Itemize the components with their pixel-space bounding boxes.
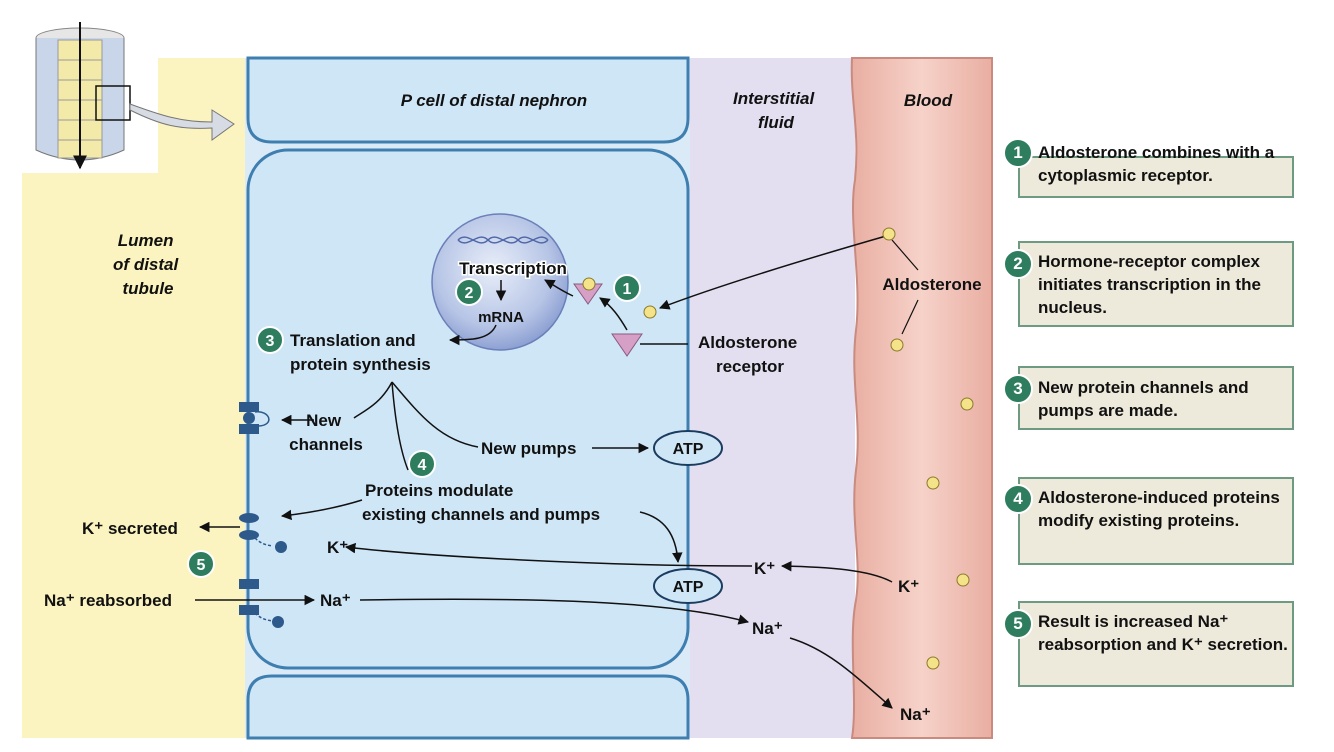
badge-3: 3 [256,326,284,354]
upper-cell [246,56,690,144]
na-interstitial-label: Na⁺ [752,619,783,638]
aldosterone-receptor-icon [611,333,643,357]
step-text-3: New protein channels and pumps are made. [1038,378,1249,420]
mrna-label: mRNA [478,309,524,326]
k-channel-icon [239,513,287,553]
badge-2: 2 [455,278,483,306]
blood-vessel [850,57,993,739]
blood-label: Blood [904,91,953,110]
step-text-4: Aldosterone-induced proteins modify exis… [1038,488,1280,530]
cell-label: P cell of distal nephron [401,91,587,110]
step-badge-5: 5 [1003,609,1033,639]
step-box-3 [1018,366,1294,430]
na-cell-label: Na⁺ [320,591,351,610]
new-channels-label: New channels [289,411,363,454]
transcription-label: Transcription [459,259,567,278]
bound-aldosterone-dot [582,277,596,291]
badge-4: 4 [408,450,436,478]
step-text-5: Result is increased Na⁺ reabsorption and… [1038,612,1288,654]
aldosterone-dot [960,397,974,411]
aldosterone-dot [926,656,940,670]
step-text-2: Hormone-receptor complex initiates trans… [1038,252,1261,317]
na-channel-icon [239,579,284,628]
step-badge-1: 1 [1003,138,1033,168]
k-blood-label: K⁺ [898,577,919,596]
aldosterone-dot [890,338,904,352]
nucleus [431,213,569,351]
aldosterone-dot [926,476,940,490]
lumen-label: Lumen of distal tubule [113,231,183,298]
new-pumps-label: New pumps [481,439,576,458]
na-reabsorbed-label: Na⁺ reabsorbed [44,591,172,610]
tubule-schematic [22,22,235,173]
svg-text:3: 3 [266,333,275,350]
translation-label: Translation and protein synthesis [290,331,431,374]
atp-pump-2: ATP [653,568,723,604]
svg-text:4: 4 [418,457,427,474]
svg-text:5: 5 [197,557,206,574]
step-badge-4: 4 [1003,484,1033,514]
step-box-5 [1018,601,1294,687]
dna-icon [457,236,549,244]
svg-text:ATP: ATP [673,441,704,458]
step-box-2 [1018,241,1294,327]
aldosterone-receptor-label: Aldosterone receptor [698,333,802,376]
new-channel-icon [239,402,270,434]
aldosterone-label: Aldosterone [882,275,981,294]
atp-pump-1: ATP [653,430,723,466]
badge-5: 5 [187,550,215,578]
interstitial-region [690,58,855,738]
cytoplasm-aldosterone-dot [643,305,657,319]
na-blood-label: Na⁺ [900,705,931,724]
step-box-4 [1018,477,1294,565]
interstitial-label: Interstitial fluid [733,89,819,132]
aldosterone-dot [882,227,896,241]
badge-1: 1 [613,274,641,302]
proteins-modulate-label: Proteins modulate existing channels and … [362,481,600,524]
step-text-1: Aldosterone combines with a cytoplasmic … [1038,143,1275,185]
aldosterone-dots [882,227,974,670]
svg-text:ATP: ATP [673,579,704,596]
step-badge-3: 3 [1003,374,1033,404]
svg-text:2: 2 [465,285,474,302]
step-badge-2: 2 [1003,249,1033,279]
step-box-1 [1018,156,1294,198]
lower-cell [246,674,690,740]
k-interstitial-label: K⁺ [754,559,775,578]
k-cell-label: K⁺ [327,538,348,557]
aldosterone-dot [956,573,970,587]
svg-text:1: 1 [623,281,632,298]
k-secreted-label: K⁺ secreted [82,519,178,538]
